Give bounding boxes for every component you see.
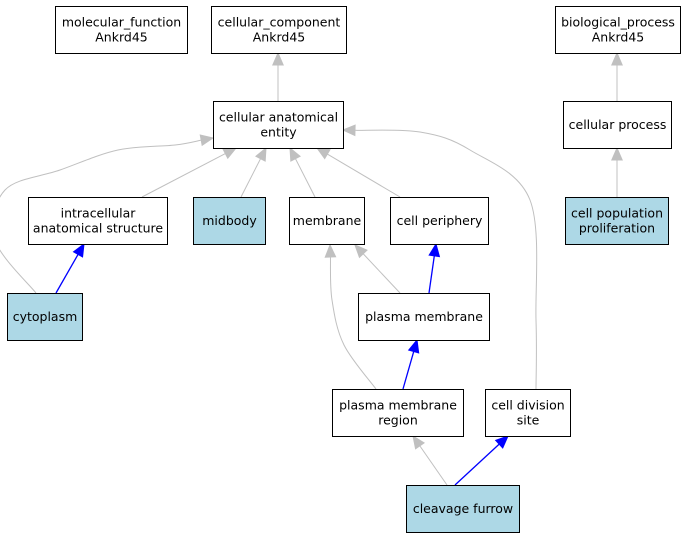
- edge-cleavage_furrow-to-cell_division_site: [454, 443, 500, 486]
- edge-arrowhead-midbody-to-cellular_anatomical_entity: [255, 146, 267, 162]
- edge-arrowhead-cleavage_furrow-to-cell_division_site: [494, 435, 509, 449]
- edge-arrowhead-cytoplasm-to-cellular_anatomical_entity: [199, 134, 215, 147]
- node-box: [28, 197, 168, 245]
- node-label: midbody: [202, 213, 257, 228]
- edge-arrowhead-cytoplasm-to-intracellular_anatomical_structure: [72, 242, 85, 258]
- node-cellular-process[interactable]: cellular process: [563, 101, 672, 149]
- node-label: cellular process: [569, 117, 667, 132]
- node-label: cellular_component: [218, 15, 341, 30]
- node-label: Ankrd45: [253, 30, 305, 45]
- node-label: plasma membrane: [365, 309, 483, 324]
- node-box: [55, 6, 188, 54]
- node-cytoplasm[interactable]: cytoplasm: [7, 293, 83, 341]
- node-label: site: [517, 413, 540, 428]
- node-box: [565, 197, 669, 245]
- node-label: cell periphery: [397, 213, 483, 228]
- node-label: cell division: [491, 398, 564, 413]
- node-label: Ankrd45: [592, 30, 644, 45]
- node-midbody[interactable]: midbody: [193, 197, 266, 245]
- node-box: [213, 101, 344, 149]
- node-box: [332, 389, 464, 437]
- node-box: [563, 101, 672, 149]
- edge-arrowhead-cellular_anatomical_entity-to-cellular_component: [272, 51, 284, 66]
- edge-arrowhead-membrane-to-cellular_anatomical_entity: [289, 146, 301, 162]
- node-box: [390, 197, 489, 245]
- node-label: molecular_function: [62, 15, 181, 30]
- edge-plasma_membrane-to-membrane: [362, 253, 401, 294]
- edge-arrowhead-plasma_membrane_region-to-plasma_membrane: [407, 338, 420, 354]
- edge-arrowhead-plasma_membrane-to-membrane: [354, 244, 368, 259]
- edge-plasma_membrane_region-to-membrane: [329, 256, 377, 390]
- node-label: entity: [260, 125, 297, 140]
- nodes-layer: molecular_functionAnkrd45cellular_compon…: [7, 6, 681, 533]
- node-label: region: [378, 413, 418, 428]
- node-box: [485, 389, 571, 437]
- node-label: cellular anatomical: [219, 110, 338, 125]
- edge-cytoplasm-to-cellular_anatomical_entity: [0, 139, 202, 294]
- node-label: plasma membrane: [339, 398, 457, 413]
- edge-midbody-to-cellular_anatomical_entity: [240, 158, 261, 198]
- node-box: [406, 485, 520, 533]
- edge-arrowhead-cell_periphery-to-cellular_anatomical_entity: [315, 147, 331, 160]
- edge-plasma_membrane_region-to-plasma_membrane: [402, 351, 415, 390]
- node-label: cleavage furrow: [413, 501, 513, 516]
- edge-cytoplasm-to-intracellular_anatomical_structure: [55, 254, 79, 294]
- edge-arrowhead-plasma_membrane-to-cell_periphery: [428, 242, 441, 258]
- node-label: Ankrd45: [95, 30, 147, 45]
- node-box: [211, 6, 347, 54]
- edge-membrane-to-cellular_anatomical_entity: [295, 158, 316, 198]
- edge-arrowhead-cell_population_proliferation-to-cellular_process: [611, 146, 623, 161]
- node-plasma-membrane[interactable]: plasma membrane: [358, 293, 490, 341]
- edge-intracellular_anatomical_structure-to-cellular_anatomical_entity: [141, 153, 226, 198]
- node-box: [358, 293, 490, 341]
- node-box: [7, 293, 83, 341]
- node-cleavage-furrow[interactable]: cleavage furrow: [406, 485, 520, 533]
- node-label: proliferation: [579, 221, 655, 236]
- node-cell-periphery[interactable]: cell periphery: [390, 197, 489, 245]
- edge-arrowhead-cleavage_furrow-to-plasma_membrane_region: [412, 434, 426, 450]
- edge-cell_periphery-to-cellular_anatomical_entity: [327, 153, 401, 198]
- node-label: biological_process: [561, 15, 675, 30]
- edge-arrowhead-plasma_membrane_region-to-membrane: [324, 243, 337, 258]
- edge-arrowhead-intracellular_anatomical_structure-to-cellular_anatomical_entity: [222, 147, 238, 160]
- edge-plasma_membrane-to-cell_periphery: [428, 255, 435, 294]
- node-membrane[interactable]: membrane: [289, 197, 365, 245]
- node-label: intracellular: [61, 206, 137, 221]
- edge-arrowhead-cellular_process-to-biological_process: [611, 51, 623, 66]
- node-label: cytoplasm: [13, 309, 78, 324]
- edge-cell_division_site-to-cellular_anatomical_entity: [354, 129, 538, 390]
- node-box: [193, 197, 266, 245]
- node-label: membrane: [293, 213, 362, 228]
- node-label: cell population: [571, 206, 663, 221]
- node-box: [555, 6, 681, 54]
- edge-cleavage_furrow-to-plasma_membrane_region: [419, 445, 448, 486]
- edges-layer: [0, 51, 623, 486]
- edge-arrowhead-cell_division_site-to-cellular_anatomical_entity: [341, 124, 356, 137]
- node-label: anatomical structure: [33, 221, 163, 236]
- node-box: [289, 197, 365, 245]
